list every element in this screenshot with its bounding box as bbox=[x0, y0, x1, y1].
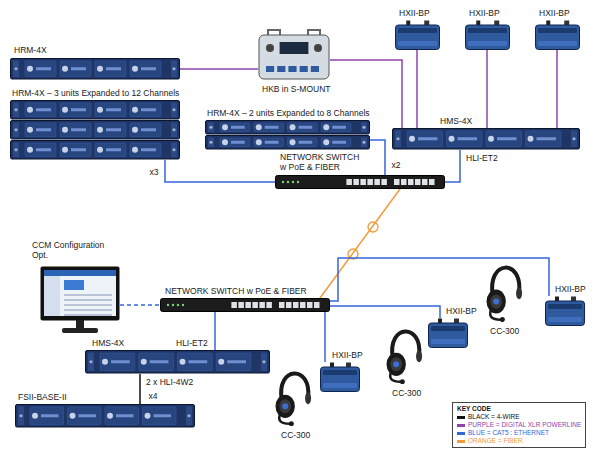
device-label: HXII-BP bbox=[399, 8, 430, 18]
beltpack: HXII-BP bbox=[545, 296, 585, 326]
device-label: HXII-BP bbox=[446, 306, 477, 316]
cable bbox=[330, 258, 549, 301]
headset-drawing bbox=[483, 262, 527, 322]
part-label: HLI-ET2 bbox=[176, 338, 208, 348]
beltpack: HXII-BP bbox=[535, 20, 580, 50]
cable bbox=[320, 189, 400, 298]
beltpack-drawing bbox=[545, 296, 585, 326]
monitor: CCM Configuration Opt. bbox=[40, 266, 120, 334]
switch-drawing bbox=[160, 298, 330, 312]
cable-count: x4 bbox=[148, 391, 159, 401]
rack-stack: HRM-4X – 3 units Expanded to 12 Channels bbox=[10, 100, 180, 160]
device-label: CC-300 bbox=[281, 430, 310, 440]
device-label: HXII-BP bbox=[539, 8, 570, 18]
part-label: 2 x HLI-4W2 bbox=[146, 377, 193, 387]
cable-count: x3 bbox=[149, 167, 160, 177]
rack-drawing bbox=[392, 128, 580, 150]
headset-drawing bbox=[272, 368, 316, 426]
device-label: CC-300 bbox=[490, 326, 519, 336]
legend-swatch bbox=[457, 440, 465, 443]
cable bbox=[556, 50, 558, 128]
legend-swatch bbox=[457, 416, 465, 419]
rack-drawing bbox=[10, 100, 180, 160]
legend-row: ORANGE = FIBER bbox=[457, 437, 581, 445]
headset: CC-300 bbox=[272, 368, 316, 426]
cable bbox=[180, 68, 258, 70]
legend-text: ORANGE = FIBER bbox=[468, 437, 523, 444]
part-label: HLI-ET2 bbox=[466, 153, 498, 163]
beltpack-drawing bbox=[320, 362, 360, 392]
cable bbox=[139, 374, 141, 404]
keypanel: HKB in S-MOUNT bbox=[258, 28, 330, 80]
device-label: CC-300 bbox=[392, 388, 421, 398]
rack-drawing bbox=[15, 404, 195, 428]
device-label: NETWORK SWITCH w PoE & FIBER bbox=[165, 286, 307, 296]
beltpack-drawing bbox=[465, 20, 510, 50]
network-switch: NETWORK SWITCH w PoE & FIBER bbox=[275, 175, 445, 189]
legend-text: BLUE = CAT5 : ETHERNET bbox=[468, 429, 549, 436]
legend-row: BLUE = CAT5 : ETHERNET bbox=[457, 429, 581, 437]
cable bbox=[486, 50, 488, 128]
rack-unit: HMS-4X bbox=[392, 128, 580, 150]
device-label: HXII-BP bbox=[555, 284, 586, 294]
rack-unit: HRM-4X bbox=[10, 58, 180, 80]
headset: CC-300 bbox=[383, 326, 427, 384]
legend-text: BLACK = 4-WIRE bbox=[468, 413, 519, 420]
device-label: HKB in S-MOUNT bbox=[262, 84, 330, 94]
monitor-drawing bbox=[40, 266, 120, 334]
cable bbox=[445, 150, 460, 182]
cable bbox=[370, 140, 385, 175]
headset: CC-300 bbox=[483, 262, 527, 322]
rack-stack: HRM-4X – 2 units Expanded to 8 Channels bbox=[205, 120, 370, 150]
legend-row: PURPLE = DIGITAL XLR POWERLINE bbox=[457, 421, 581, 429]
keypanel-drawing bbox=[258, 28, 330, 80]
beltpack-drawing bbox=[395, 20, 440, 50]
device-label: HMS-4X bbox=[440, 116, 472, 126]
network-switch: NETWORK SWITCH w PoE & FIBER bbox=[160, 298, 330, 312]
legend-swatch bbox=[457, 432, 465, 435]
cable bbox=[120, 304, 160, 306]
rack-drawing bbox=[205, 120, 370, 150]
rack-drawing bbox=[10, 58, 180, 80]
cable bbox=[165, 160, 275, 182]
device-label: HXII-BP bbox=[469, 8, 500, 18]
device-label: HRM-4X – 3 units Expanded to 12 Channels bbox=[12, 88, 179, 98]
device-label: HXII-BP bbox=[332, 350, 363, 360]
legend-row: BLACK = 4-WIRE bbox=[457, 413, 581, 421]
legend-box: KEY CODEBLACK = 4-WIREPURPLE = DIGITAL X… bbox=[452, 402, 586, 448]
device-label: CCM Configuration Opt. bbox=[32, 240, 107, 260]
cable bbox=[416, 50, 418, 128]
device-label: HMS-4X bbox=[92, 338, 124, 348]
legend-text: PURPLE = DIGITAL XLR POWERLINE bbox=[468, 421, 581, 428]
device-label: HRM-4X – 2 units Expanded to 8 Channels bbox=[207, 108, 370, 118]
cable bbox=[330, 306, 440, 318]
legend-swatch bbox=[457, 424, 465, 427]
rack-unit: FSII-BASE-II bbox=[15, 404, 195, 428]
rack-drawing bbox=[85, 350, 270, 374]
beltpack: HXII-BP bbox=[395, 20, 440, 50]
cable-count: x2 bbox=[391, 160, 402, 170]
beltpack: HXII-BP bbox=[320, 362, 360, 392]
headset-drawing bbox=[383, 326, 427, 384]
device-label: HRM-4X bbox=[14, 45, 47, 55]
rack-unit: HMS-4X bbox=[85, 350, 270, 374]
cable bbox=[214, 312, 216, 350]
legend-title: KEY CODE bbox=[457, 405, 581, 413]
device-label: NETWORK SWITCH w PoE & FIBER bbox=[280, 152, 360, 172]
device-label: FSII-BASE-II bbox=[18, 392, 67, 402]
beltpack: HXII-BP bbox=[465, 20, 510, 50]
cable bbox=[324, 312, 326, 362]
beltpack-drawing bbox=[535, 20, 580, 50]
beltpack-drawing bbox=[428, 318, 468, 348]
switch-drawing bbox=[275, 175, 445, 189]
beltpack: HXII-BP bbox=[428, 318, 468, 348]
